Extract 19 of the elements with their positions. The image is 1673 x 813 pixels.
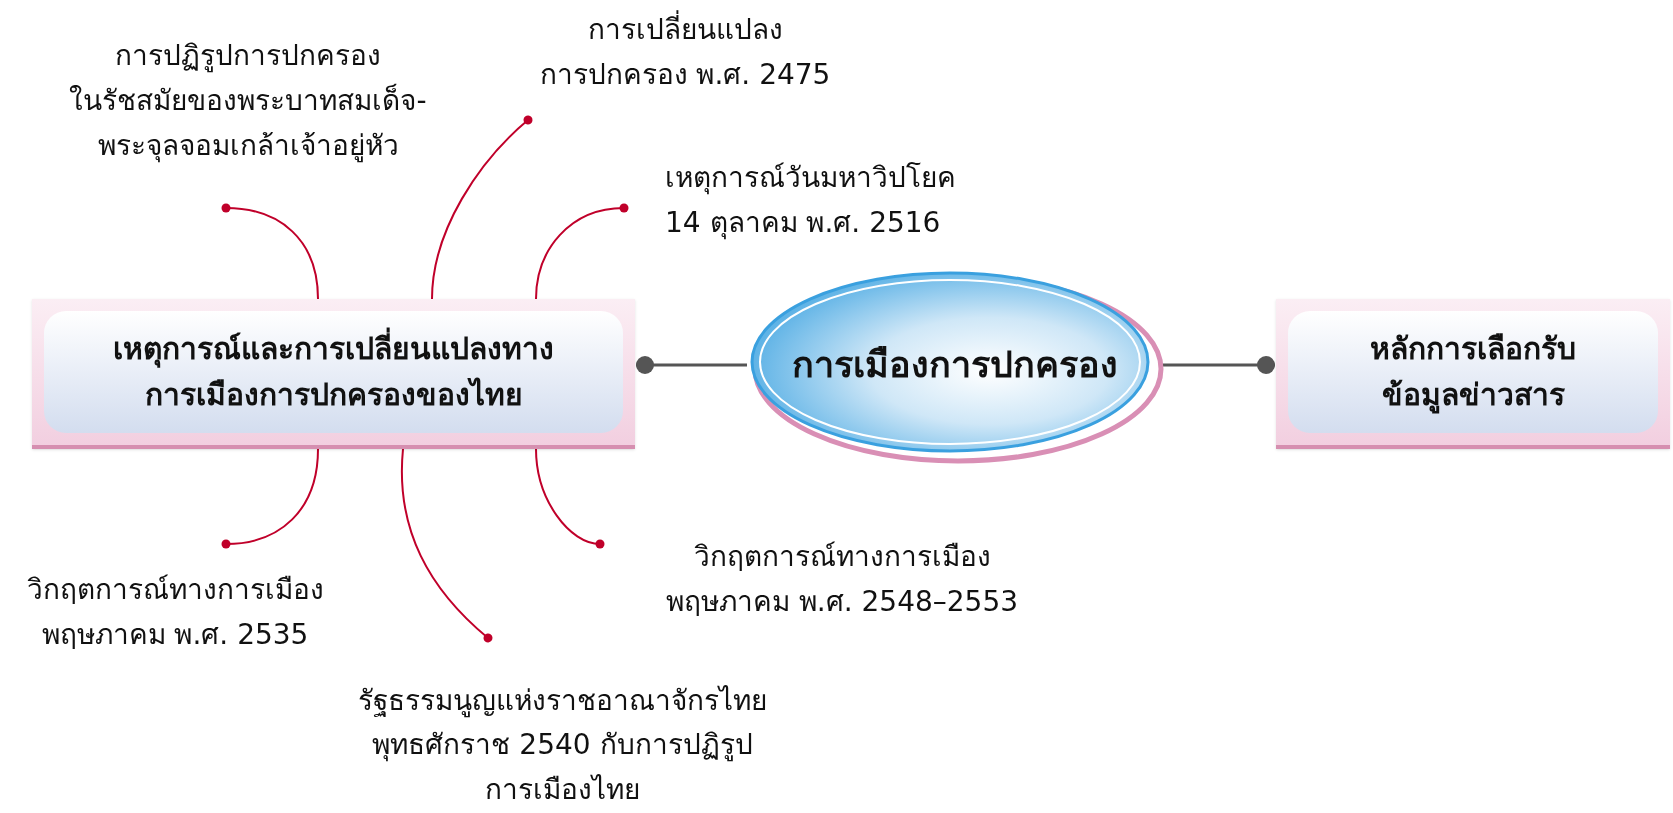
connector-line: [535, 448, 605, 549]
node-label: รัฐธรรมนูญแห่งราชอาณาจักรไทย พุทธศักราช 2540 กับการปฏิรูป การเมืองไทย: [357, 682, 768, 809]
connector-line: [1163, 356, 1275, 374]
node-label: หลักการเลือกรับ ข้อมูลข่าวสาร: [1369, 329, 1577, 416]
node-label: การเมืองการปกครอง: [792, 343, 1118, 387]
topic-panel: [1276, 299, 1670, 449]
connector-line: [535, 203, 629, 300]
connector-line: [221, 203, 319, 300]
node-label: วิกฤตการณ์ทางการเมือง พฤษภาคม พ.ศ. 2548–2553: [664, 539, 1020, 620]
connector-line: [431, 115, 533, 300]
connector-line: [221, 448, 319, 549]
connector-line: [400, 448, 493, 643]
topic-panel: [32, 299, 635, 449]
node-label: เหตุการณ์วันมหาวิปโยค 14 ตุลาคม พ.ศ. 2516: [665, 160, 957, 242]
node-label: เหตุการณ์และการเปลี่ยนแปลงทาง การเมืองการปกครองของไทย: [44, 325, 623, 419]
node-label: วิกฤตการณ์ทางการเมือง พฤษภาคม พ.ศ. 2535: [25, 572, 325, 654]
connector-line: [636, 356, 747, 374]
node-label: การเปลี่ยนแปลง การปกครอง พ.ศ. 2475: [520, 8, 850, 98]
node-label: การปฏิรูปการปกครอง ในรัชสมัยของพระบาทสมเด็จ- พระจุลจอมเกล้าเจ้าอยู่หัว: [68, 38, 428, 165]
